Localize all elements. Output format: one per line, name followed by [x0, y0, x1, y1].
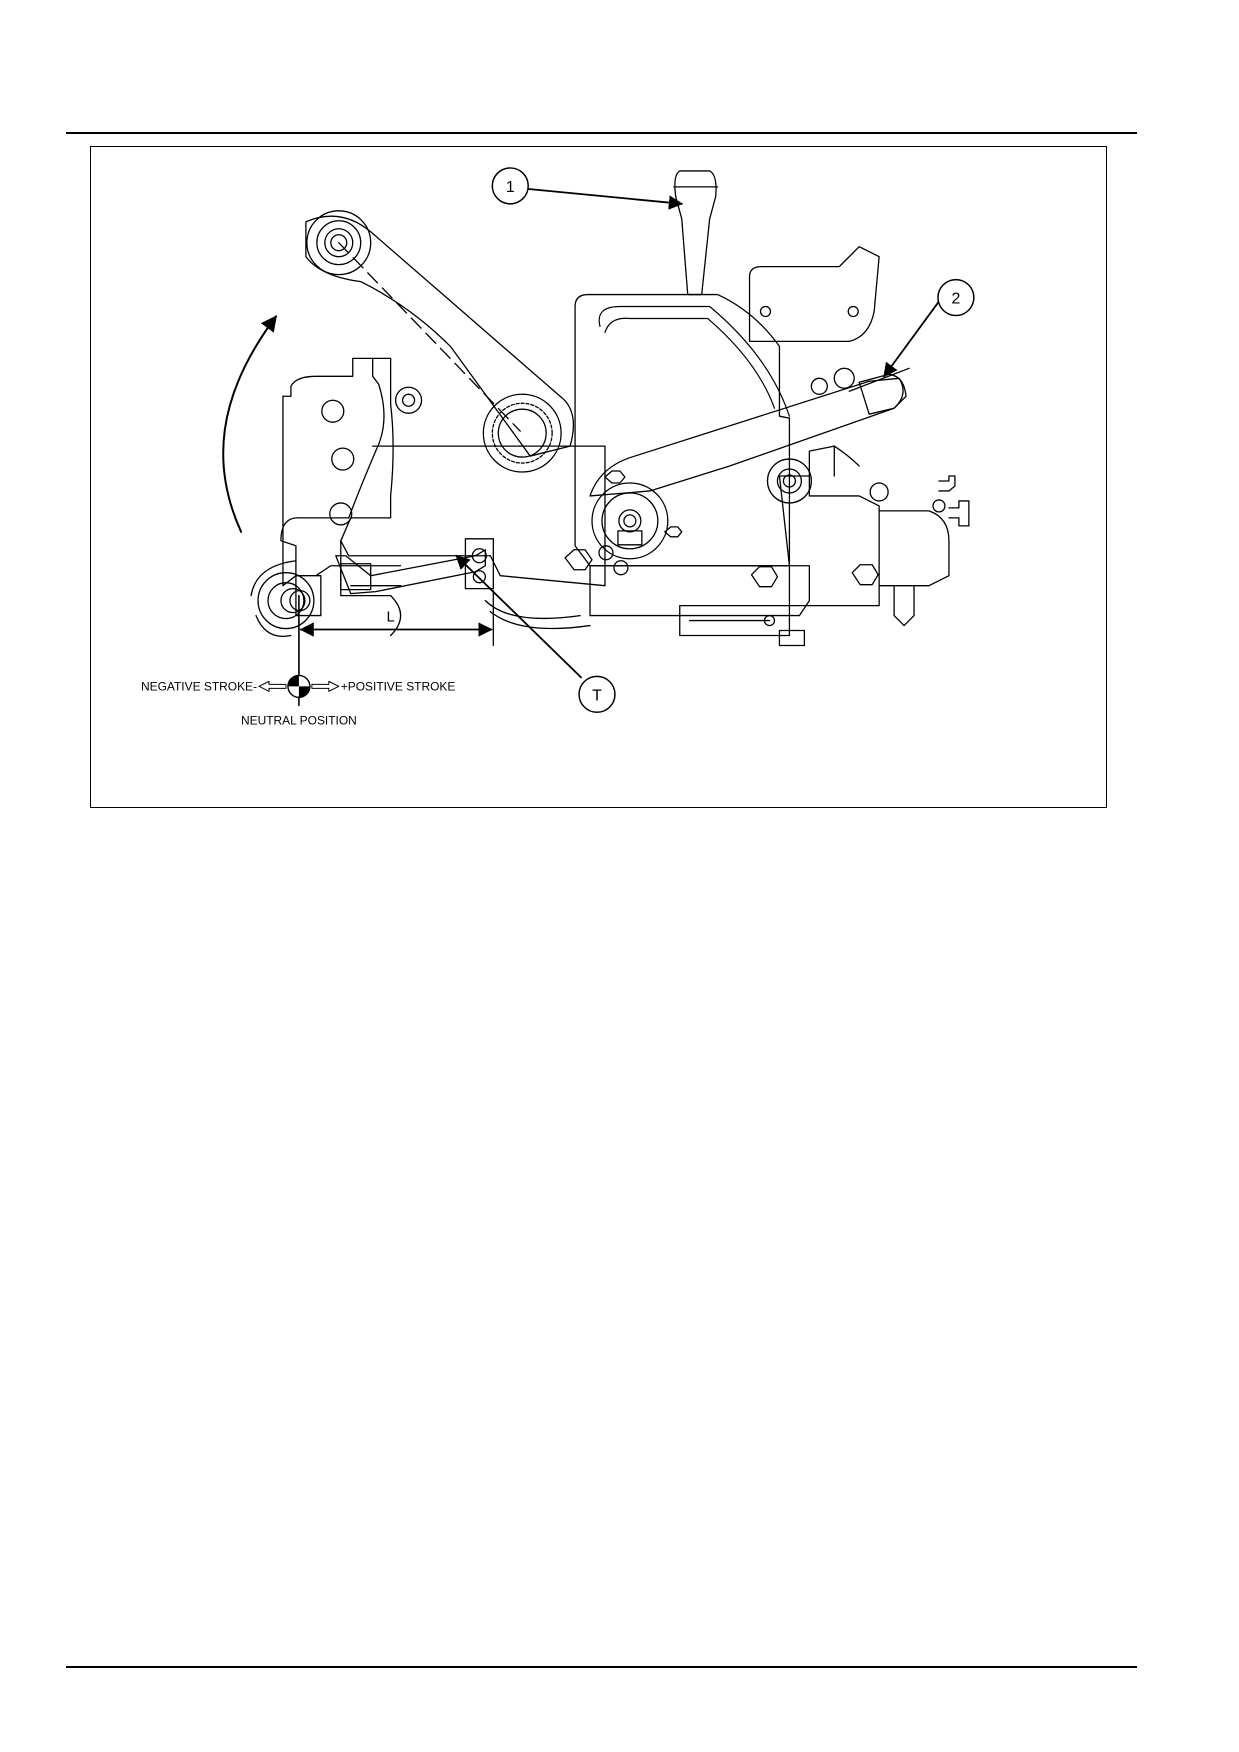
positive-stroke-label: +POSITIVE STROKE [341, 679, 456, 693]
callout-1: 1 [491, 167, 529, 205]
callout-1-leader [526, 187, 684, 210]
linkage-diagram-frame: 1 2 T L NEGATIVE STROKE- +POSITIVE STROK… [90, 146, 1107, 808]
knob [766, 458, 813, 504]
side-bracket [280, 357, 385, 587]
negative-stroke-arrow [258, 680, 287, 692]
lever-2 [589, 377, 904, 497]
splined-hub [482, 393, 562, 473]
valve-block [778, 475, 880, 607]
lever-pivot [591, 482, 669, 560]
clevis-joint [257, 572, 315, 630]
cover-plate [748, 246, 880, 343]
footer-rule [66, 1666, 1137, 1668]
callout-2-label: 2 [951, 291, 960, 308]
valve-housing [574, 293, 791, 567]
linkage-diagram: 1 2 T L NEGATIVE STROKE- +POSITIVE STROK… [141, 167, 975, 727]
callout-2: 2 [937, 278, 975, 317]
callout-1-label: 1 [506, 179, 515, 196]
callout-T-leader [455, 554, 582, 679]
lift-arm [305, 215, 575, 457]
rotation-arrow [222, 315, 277, 533]
header-rule [66, 132, 1137, 134]
rear-frame [340, 357, 606, 587]
negative-stroke-label: NEGATIVE STROKE- [141, 679, 257, 693]
callout-2-leader [883, 293, 945, 378]
callout-T-label: T [592, 687, 602, 704]
neutral-position-label: NEUTRAL POSITION [241, 713, 357, 727]
hex-bolts [564, 470, 879, 588]
lower-manifold [589, 565, 811, 617]
dimension-L-label: L [386, 609, 394, 626]
lever-1 [674, 170, 717, 296]
neutral-position-symbol [287, 674, 311, 699]
callout-T: T [578, 675, 616, 714]
positive-stroke-arrow [311, 680, 340, 692]
